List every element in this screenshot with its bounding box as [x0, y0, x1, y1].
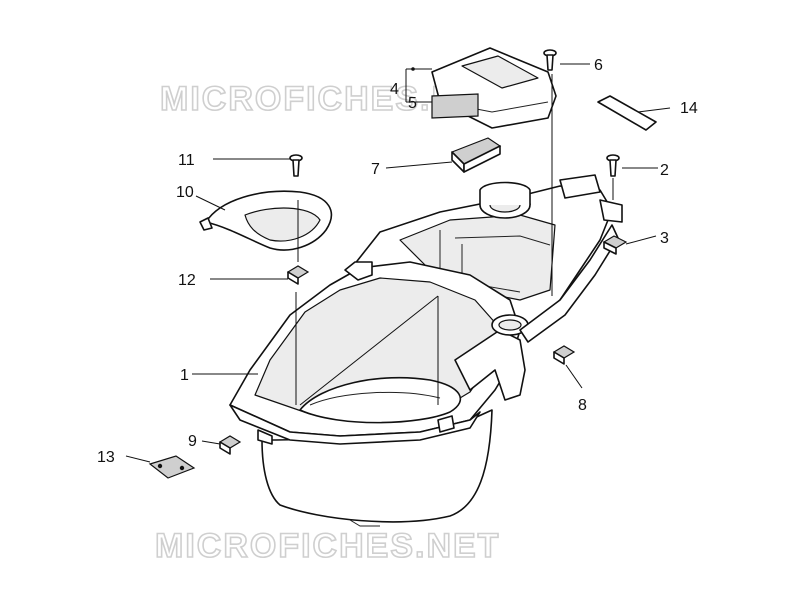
callout-11: 11	[178, 152, 195, 169]
callout-14: 14	[680, 100, 698, 117]
cover-flap	[199, 190, 333, 251]
callout-5: 5	[408, 95, 417, 112]
rubber-strip	[597, 95, 657, 131]
callout-7: 7	[371, 161, 380, 178]
foam-pad	[431, 93, 479, 119]
callout-6: 6	[594, 57, 603, 74]
rubber-plate	[148, 455, 196, 479]
clip-8	[552, 345, 576, 365]
watermark-bottom: MICROFICHES.NET	[155, 527, 500, 565]
callout-9: 9	[188, 433, 197, 450]
callout-12: 12	[178, 272, 196, 289]
callout-10: 10	[176, 184, 194, 201]
clip-3	[602, 235, 628, 255]
callout-1: 1	[180, 367, 189, 384]
rubber-block	[450, 137, 502, 173]
callout-labels: 1 2 3 4 5 6 7 8 9 10 11 12 13 14	[97, 57, 698, 466]
helmet-compartment	[229, 174, 623, 527]
clip-9	[218, 435, 242, 455]
callout-13: 13	[97, 449, 115, 466]
leader-lines	[125, 63, 671, 463]
screw-11	[289, 154, 303, 177]
clip-12	[286, 265, 310, 285]
callout-4: 4	[390, 81, 399, 98]
screw-6	[543, 49, 557, 71]
screw-2	[606, 154, 620, 177]
callout-8: 8	[578, 397, 587, 414]
callout-2: 2	[660, 162, 669, 179]
callout-3: 3	[660, 230, 669, 247]
